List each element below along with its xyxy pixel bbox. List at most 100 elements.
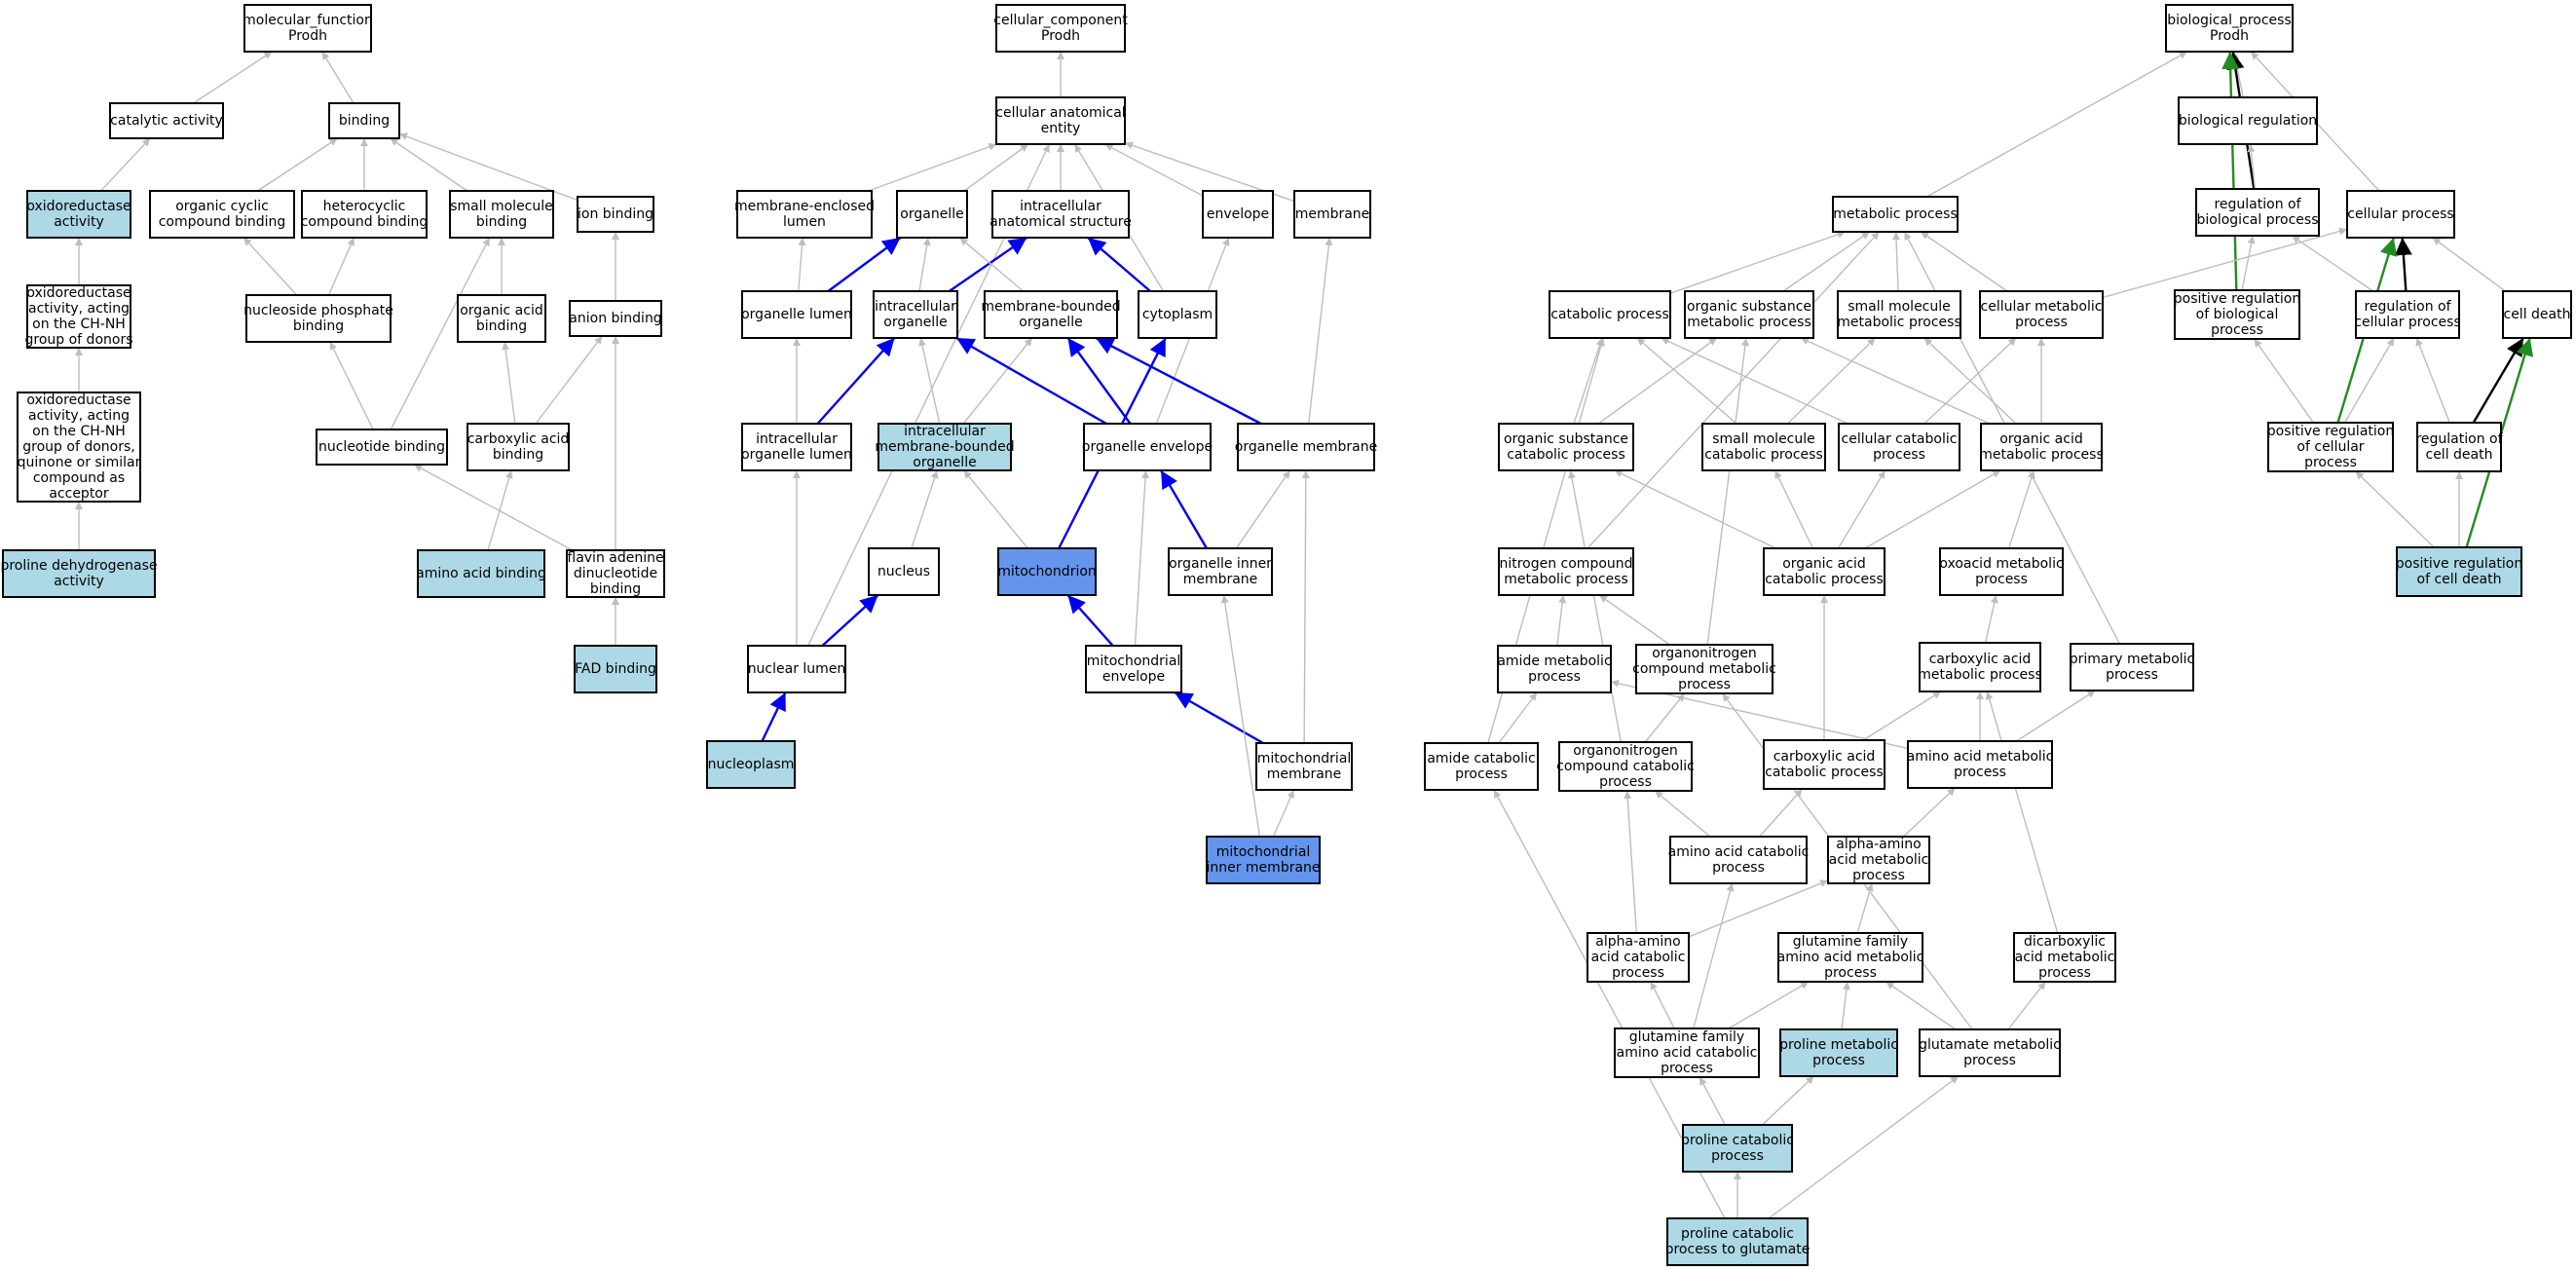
edge-amino_acid_catabolic_process-to-organonitrogen_compound_catabolic_process	[1654, 790, 1711, 838]
edge-small_molecule_metabolic_process-to-metabolic_process	[1892, 231, 1901, 292]
node-label-line: mitochondrial	[1257, 751, 1352, 766]
node-box	[1907, 740, 2053, 789]
edge-organic_acid_metabolic_process-to-small_molecule_metabolic_process	[1923, 337, 2017, 425]
node-label-line: metabolic process	[1833, 206, 1958, 222]
node-label-line: metabolic process	[1979, 447, 2104, 463]
node-label-line: Prodh	[2210, 28, 2249, 44]
node-nucleoplasm: nucleoplasm	[706, 740, 796, 789]
node-label-line: acid metabolic	[1829, 852, 1929, 868]
node-label-line: process	[1612, 965, 1664, 981]
node-box	[1498, 547, 1634, 596]
node-box	[1919, 642, 2041, 692]
node-box	[569, 300, 662, 337]
node-label-line: mitochondrion	[997, 564, 1097, 579]
node-box	[1293, 190, 1371, 239]
edge-organonitrogen_compound_metabolic_process-to-nitrogen_compound_metabolic_process	[1598, 594, 1670, 646]
node-label-line: carboxylic acid	[1773, 749, 1876, 765]
node-box	[1827, 836, 1930, 884]
node-organelle-membrane: organelle membrane	[1235, 423, 1377, 471]
node-label-line: heterocyclic	[323, 199, 406, 214]
node-box	[1763, 547, 1885, 596]
node-box	[26, 190, 131, 239]
node-box	[1682, 1124, 1793, 1173]
node-box	[1701, 423, 1826, 471]
edge-catalytic_activity-to-mf_root	[193, 51, 273, 104]
edge-organic_acid_catabolic_process-to-cellular_catabolic_process	[1837, 469, 1886, 549]
node-label-line: binding	[476, 318, 527, 334]
edge-intracellular_mb_organelle-to-membrane_bounded_organelle	[962, 337, 1033, 425]
edge-mitochondrial_inner_membrane-to-mitochondrial_membrane	[1272, 789, 1295, 838]
node-cytoplasm: cytoplasm	[1138, 290, 1217, 339]
node-box	[1779, 1028, 1898, 1077]
node-box	[868, 547, 940, 596]
edge-fad_dinucleotide_binding-to-nucleotide_binding	[413, 464, 574, 551]
node-box	[1498, 423, 1634, 471]
node-label-line: group of donors,	[22, 439, 134, 455]
node-label-line: acceptor	[49, 486, 109, 502]
node-label-line: process	[2106, 667, 2158, 683]
node-label-line: activity, acting	[28, 301, 130, 317]
node-box	[1168, 547, 1273, 596]
node-box	[577, 196, 654, 233]
edge-organic_substance_catabolic_process-to-organic_substance_metabolic_process	[1597, 337, 1718, 425]
node-box	[741, 423, 852, 471]
edge-mitochondrial_membrane-to-organelle_membrane	[1301, 469, 1310, 744]
edge-positive_regulation_of_cellular_process-to-positive_regulation_of_biological_process	[2254, 338, 2314, 424]
node-label-line: Prodh	[1041, 28, 1080, 44]
node-label-line: amino acid metabolic	[1777, 950, 1924, 965]
node-label-line: on the CH-NH	[32, 424, 126, 439]
node-label-line: catabolic process	[1704, 447, 1823, 463]
node-box	[2396, 546, 2522, 597]
node-box	[1587, 932, 1690, 983]
node-cellular-process: cellular process	[2346, 190, 2455, 239]
node-label-line: dicarboxylic	[2024, 934, 2106, 950]
node-box	[1549, 290, 1671, 339]
edge-membrane_enclosed_lumen-to-cellular_anatomical_entity	[868, 142, 997, 192]
node-box	[243, 4, 372, 53]
node-label-line: alpha-amino	[1595, 934, 1680, 950]
edge-nuclear_lumen-to-nucleus	[821, 594, 879, 647]
node-label-line: catalytic activity	[110, 113, 223, 129]
node-label-line: entity	[1041, 121, 1081, 136]
edge-ion_binding-to-binding	[398, 132, 579, 202]
edge-amino_acid_metabolic_process-to-primary_metabolic_process	[2016, 690, 2096, 742]
node-box	[736, 190, 873, 239]
node-label-line: organelle	[883, 315, 947, 330]
node-label-line: catabolic process	[1765, 572, 1884, 587]
edge-mitochondrial_membrane-to-mitochondrial_envelope	[1174, 691, 1264, 745]
node-label-line: organelle lumen	[741, 447, 852, 463]
node-label-line: oxidoreductase	[26, 285, 131, 301]
node-biological-regulation: biological regulation	[2178, 96, 2318, 145]
node-label-line: organelle membrane	[1235, 439, 1377, 455]
edge-carboxylic_acid_binding-to-anion_binding	[535, 335, 603, 425]
node-box	[2195, 188, 2320, 237]
edge-amino_acid_catabolic_process-to-carboxylic_acid_catabolic_process	[1759, 788, 1804, 838]
edge-nucleus-to-intracellular_mb_organelle	[911, 469, 939, 549]
node-label-line: activity, acting	[28, 408, 130, 424]
